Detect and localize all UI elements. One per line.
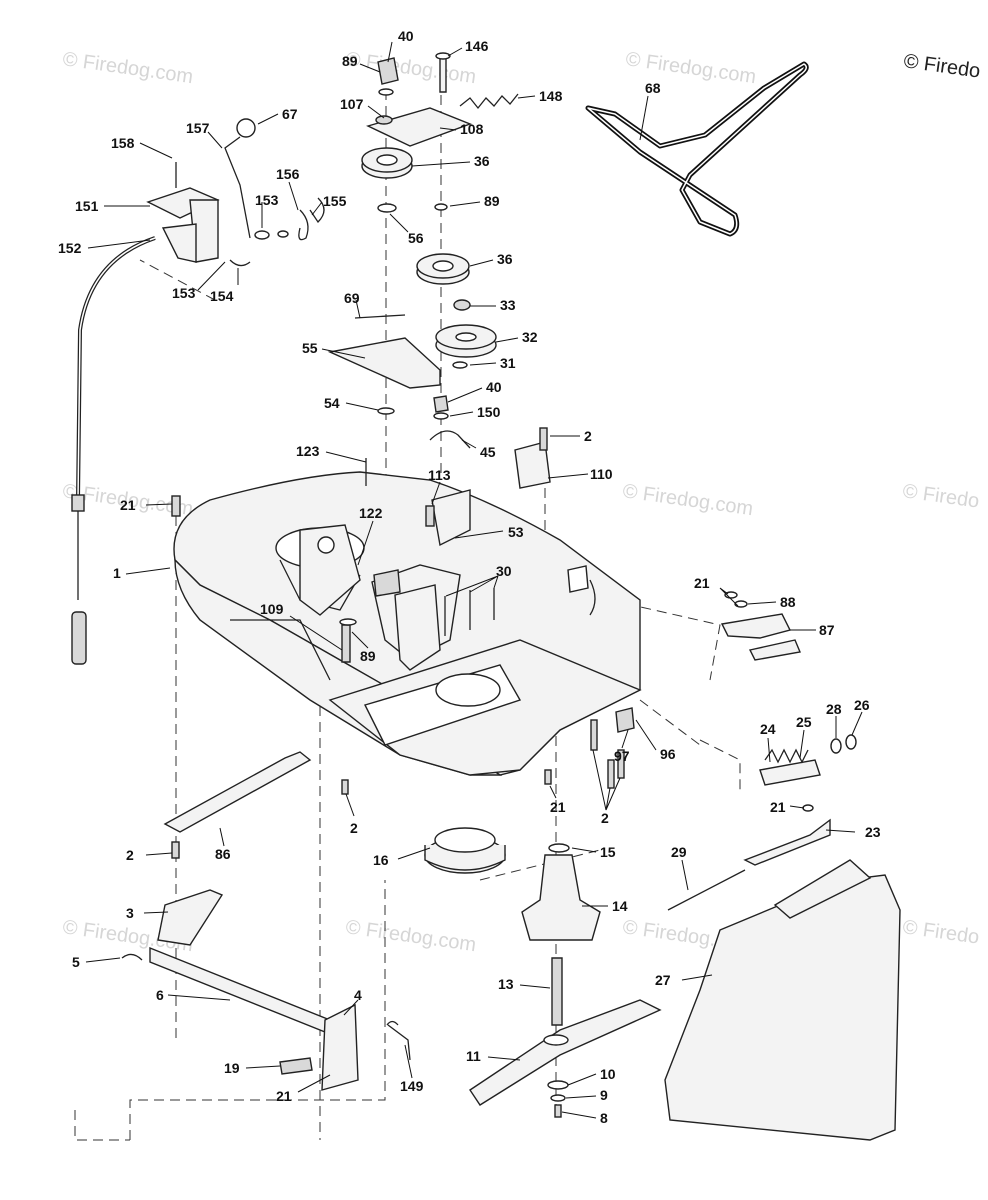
- copyright-text: © Firedo: [902, 50, 981, 83]
- callout-label: 40: [398, 28, 414, 44]
- callout-label: 2: [126, 847, 134, 863]
- callout-label: 148: [539, 88, 563, 104]
- callout-label: 21: [550, 799, 566, 815]
- mower-deck-housing: [173, 471, 642, 776]
- callout-label: 153: [255, 192, 279, 208]
- deck-cable: [71, 236, 156, 665]
- idler-stack: [361, 52, 519, 449]
- callout-label: 9: [600, 1087, 608, 1103]
- callout-label: 11: [466, 1048, 481, 1064]
- callout-label: 13: [498, 976, 514, 992]
- callout-label: 157: [186, 120, 210, 136]
- assembly-lines: [74, 90, 741, 1141]
- callout-label: 88: [780, 594, 796, 610]
- callout-label: 36: [497, 251, 513, 267]
- callout-label: 89: [342, 53, 358, 69]
- callout-label: 67: [282, 106, 298, 122]
- callout-label: 29: [671, 844, 687, 860]
- watermark: © Firedog.com: [344, 916, 477, 956]
- watermark: © Firedog.com: [344, 48, 477, 88]
- callout-label: 155: [323, 193, 347, 209]
- callout-label: 110: [590, 466, 613, 482]
- callout-label: 24: [760, 721, 776, 737]
- callout-label: 156: [276, 166, 300, 182]
- callout-label: 6: [156, 987, 164, 1003]
- callout-label: 16: [373, 852, 389, 868]
- callout-label: 150: [477, 404, 501, 420]
- callout-label: 86: [215, 846, 231, 862]
- callout-label: 113: [428, 467, 451, 483]
- callout-label: 56: [408, 230, 424, 246]
- callout-label: 146: [465, 38, 489, 54]
- callout-label: 21: [276, 1088, 292, 1104]
- callout-label: 2: [584, 428, 592, 444]
- callout-label: 27: [655, 972, 671, 988]
- callout-label: 69: [344, 290, 360, 306]
- callout-label: 33: [500, 297, 516, 313]
- deck-hardware: [171, 427, 801, 789]
- callout-label: 2: [601, 810, 609, 826]
- callout-label: 153: [172, 285, 196, 301]
- callout-label: 45: [480, 444, 496, 460]
- deck-support-bars: [121, 751, 411, 1091]
- callout-label: 108: [460, 121, 484, 137]
- callout-label: 97: [614, 748, 630, 764]
- callout-label: 14: [612, 898, 628, 914]
- callout-label: 107: [340, 96, 364, 112]
- callout-label: 109: [260, 601, 284, 617]
- callout-label: 89: [484, 193, 500, 209]
- lift-lever-assembly: [146, 118, 325, 267]
- drive-belt: [585, 61, 809, 237]
- callout-label: 89: [360, 648, 376, 664]
- watermark: © Firedo: [901, 916, 980, 949]
- callout-label: 10: [600, 1066, 616, 1082]
- callout-label: 8: [600, 1110, 608, 1126]
- callout-label: 28: [826, 701, 842, 717]
- watermark: © Firedog.com: [61, 48, 194, 88]
- callout-labels: 40 89 146 148 107 108 36 89 56 36 33 32 …: [58, 28, 881, 1126]
- callout-label: 149: [400, 1078, 424, 1094]
- callout-label: 26: [854, 697, 870, 713]
- callout-label: 32: [522, 329, 538, 345]
- callout-label: 154: [210, 288, 234, 304]
- callout-label: 3: [126, 905, 134, 921]
- callout-label: 21: [770, 799, 786, 815]
- callout-label: 55: [302, 340, 318, 356]
- callout-label: 15: [600, 844, 616, 860]
- callout-label: 1: [113, 565, 121, 581]
- callout-label: 151: [75, 198, 99, 214]
- callout-label: 21: [694, 575, 710, 591]
- spindle-blade-assembly: [424, 827, 662, 1118]
- callout-label: 53: [508, 524, 524, 540]
- callout-label: 31: [500, 355, 516, 371]
- watermark: © Firedog.com: [621, 480, 754, 520]
- callout-label: 4: [354, 987, 362, 1003]
- callout-label: 30: [496, 563, 512, 579]
- callout-label: 2: [350, 820, 358, 836]
- callout-label: 123: [296, 443, 320, 459]
- callout-label: 23: [865, 824, 881, 840]
- callout-label: 36: [474, 153, 490, 169]
- leader-lines: [85, 41, 863, 1119]
- callout-label: 40: [486, 379, 502, 395]
- callout-label: 25: [796, 714, 812, 730]
- callout-label: 152: [58, 240, 82, 256]
- callout-label: 21: [120, 497, 136, 513]
- callout-label: 54: [324, 395, 340, 411]
- callout-label: 87: [819, 622, 835, 638]
- chute-deflector-parts: [664, 734, 901, 1141]
- callout-label: 122: [359, 505, 383, 521]
- watermark: © Firedo: [901, 480, 980, 513]
- callout-label: 68: [645, 80, 661, 96]
- callout-label: 5: [72, 954, 80, 970]
- callout-label: 19: [224, 1060, 240, 1076]
- callout-label: 96: [660, 746, 676, 762]
- callout-label: 158: [111, 135, 135, 151]
- idler-bracket: [327, 314, 441, 415]
